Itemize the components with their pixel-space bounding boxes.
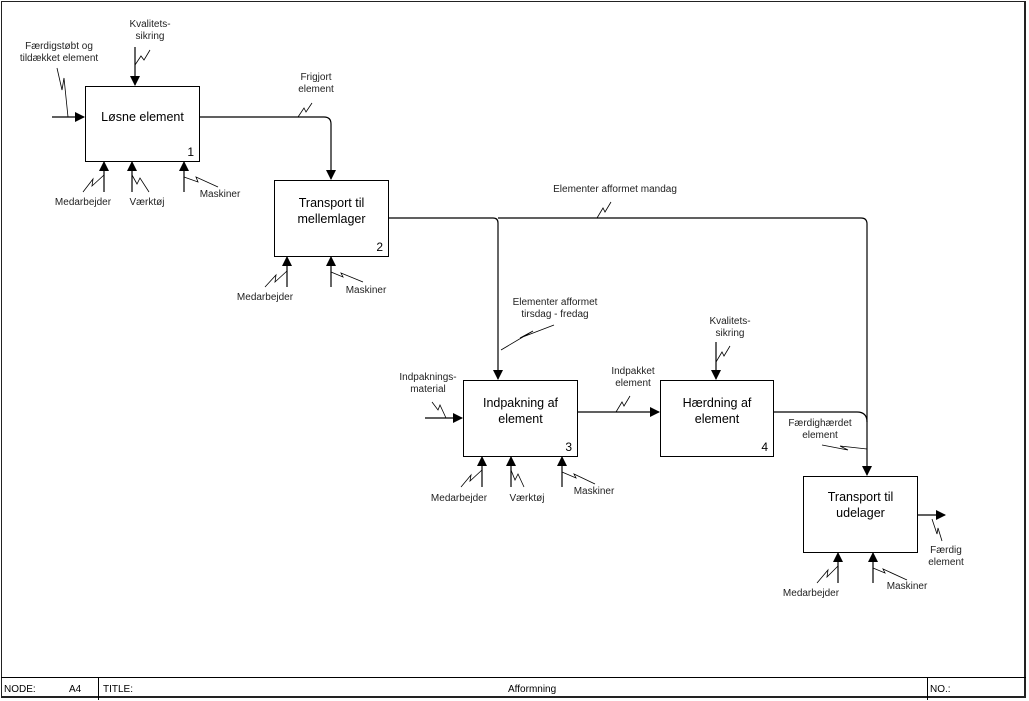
label-mech-1a: Medarbejder: [54, 197, 112, 208]
title-block: NODE: A4 TITLE: Afformning NO.:: [1, 677, 1026, 700]
label-mech-5a: Medarbejder: [782, 588, 840, 599]
number-cell: NO.:: [928, 678, 1026, 700]
activity-number: 2: [376, 240, 383, 254]
activity-box-5[interactable]: Transport til udelager: [803, 476, 918, 553]
activity-box-4[interactable]: Hærdning af element 4: [660, 380, 774, 457]
arrow-output-2-tue: [388, 217, 503, 380]
label-control-4: Kvalitets- sikring: [709, 316, 751, 339]
squiggle: [134, 49, 151, 66]
label-input-1: Færdigstøbt og tildækket element: [19, 41, 99, 64]
squiggle: [431, 401, 447, 419]
label-output-2-tue: Elementer afformet tirsdag - fredag: [512, 297, 598, 320]
title-value: Afformning: [508, 683, 557, 695]
label-output-4: Færdighærdet element: [788, 418, 852, 441]
activity-number: 3: [565, 440, 572, 454]
squiggle: [131, 174, 150, 193]
label-mech-3c: Maskiner: [573, 486, 615, 497]
arrow-output-2-mon: [498, 217, 872, 476]
squiggle: [715, 345, 731, 363]
label-control-1: Kvalitets- sikring: [129, 19, 171, 42]
label-output-3: Indpakket element: [611, 366, 655, 389]
activity-box-2[interactable]: Transport til mellemlager 2: [274, 180, 389, 257]
squiggle: [82, 174, 105, 193]
squiggle: [56, 67, 69, 118]
node-cell: NODE: A4: [1, 678, 99, 700]
label-mech-1c: Maskiner: [199, 189, 241, 200]
label-output-5: Færdig element: [928, 545, 964, 568]
squiggle: [183, 176, 219, 188]
label-input-3: Indpaknings- material: [399, 372, 457, 395]
node-value: A4: [69, 683, 82, 695]
squiggle: [821, 444, 868, 451]
activity-number: 1: [187, 145, 194, 159]
number-label: NO.:: [930, 683, 951, 695]
arrow-output-1: [199, 116, 336, 180]
label-mech-3b: Værktøj: [509, 493, 545, 504]
label-mech-2a: Medarbejder: [236, 292, 294, 303]
activity-box-1[interactable]: Løsne element 1: [85, 86, 200, 162]
squiggle: [330, 271, 364, 283]
title-cell: TITLE: Afformning: [99, 678, 928, 700]
squiggle: [931, 518, 943, 542]
squiggle: [297, 102, 313, 118]
label-output-1: Frigjort element: [298, 72, 334, 95]
label-mech-3a: Medarbejder: [430, 493, 488, 504]
squiggle: [510, 469, 525, 488]
activity-title: Løsne element: [101, 110, 184, 124]
activity-title: Transport til mellemlager: [297, 196, 366, 226]
squiggle: [561, 471, 596, 485]
arrow-output-4: [773, 411, 868, 423]
title-label: TITLE:: [103, 683, 134, 695]
activity-title: Transport til udelager: [827, 490, 894, 520]
label-mech-5b: Maskiner: [886, 581, 928, 592]
squiggle: [872, 567, 908, 581]
activity-title: Indpakning af element: [482, 396, 559, 426]
node-label: NODE:: [4, 683, 36, 695]
label-mech-1b: Værktøj: [129, 197, 165, 208]
squiggle: [500, 324, 555, 351]
activity-number: 4: [761, 440, 768, 454]
label-output-2-mon: Elementer afformet mandag: [553, 184, 677, 195]
activity-box-3[interactable]: Indpakning af element 3: [463, 380, 578, 457]
label-mech-2b: Maskiner: [345, 285, 387, 296]
squiggle: [615, 395, 631, 413]
squiggle: [264, 270, 288, 288]
squiggle: [596, 201, 612, 219]
squiggle: [460, 469, 483, 488]
squiggle: [816, 565, 839, 584]
activity-title: Hærdning af element: [682, 396, 752, 426]
